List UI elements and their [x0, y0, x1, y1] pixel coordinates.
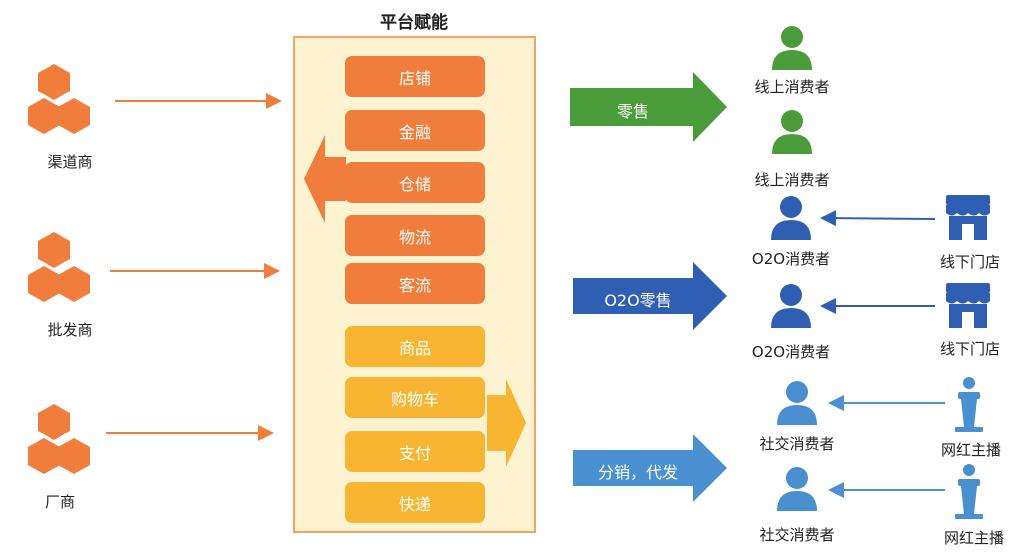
source-influencer: 网红主播: [943, 529, 1004, 547]
store-icon: [946, 195, 990, 240]
supplier-manufacturer: 厂商: [44, 493, 75, 511]
channel-retail: 零售: [616, 102, 649, 121]
podium-icon: [955, 464, 983, 519]
cubes-icon: [28, 64, 90, 134]
channel-o2o: O2O零售: [604, 291, 672, 310]
person-icon: [777, 381, 817, 425]
consumer-social: 社交消费者: [759, 435, 835, 453]
store-arrow: [820, 210, 936, 227]
capability-store: 店铺: [345, 56, 485, 97]
capability-finance: 金融: [345, 110, 485, 151]
source-influencer: 网红主播: [940, 441, 1001, 459]
source-offline-store: 线下门店: [939, 340, 1000, 358]
supplier-channel-dealer: 渠道商: [47, 153, 93, 171]
capability-warehouse: 仓储: [345, 162, 485, 203]
supplier-wholesaler: 批发商: [47, 321, 93, 339]
channel-distribution: 分销，代发: [597, 463, 678, 482]
cubes-icon: [28, 232, 90, 302]
consumer-online: 线上消费者: [754, 78, 830, 96]
store-icon: [946, 283, 990, 328]
consumer-o2o: O2O消费者: [751, 343, 831, 361]
consumer-online: 线上消费者: [754, 171, 830, 189]
consumer-social: 社交消费者: [759, 526, 835, 544]
consumer-o2o: O2O消费者: [751, 250, 831, 268]
capability-express: 快递: [345, 482, 485, 523]
person-icon: [771, 284, 811, 328]
capability-logistics: 物流: [345, 215, 485, 256]
capability-cart: 购物车: [345, 377, 485, 418]
platform-title: 平台赋能: [380, 13, 448, 33]
person-icon: [777, 467, 817, 511]
capability-traffic: 客流: [345, 263, 485, 304]
person-icon: [772, 110, 812, 154]
person-icon: [771, 196, 811, 240]
capability-payment: 支付: [345, 431, 485, 472]
source-offline-store: 线下门店: [939, 253, 1000, 271]
capability-goods: 商品: [345, 326, 485, 367]
podium-icon: [955, 377, 983, 432]
person-icon: [772, 26, 812, 70]
cubes-icon: [28, 404, 90, 474]
